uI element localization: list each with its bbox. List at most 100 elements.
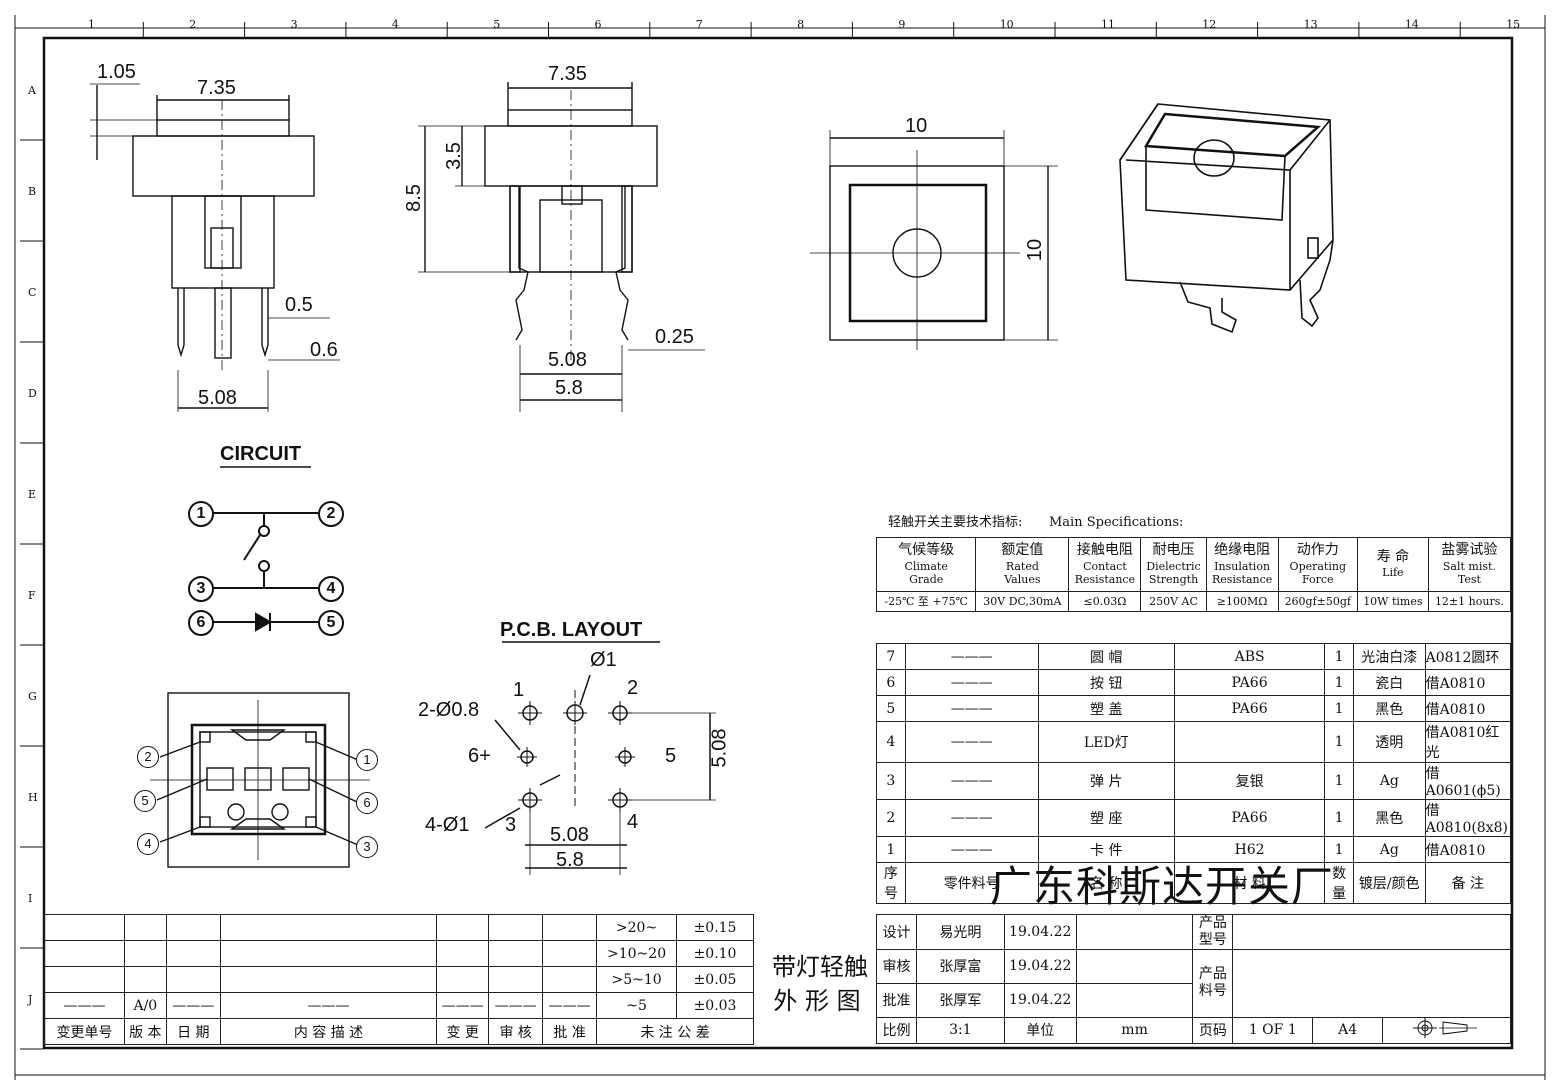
scale-value: 3:1: [915, 1016, 1005, 1044]
revision-row: ———A/0———————————————~5±0.03: [44, 992, 754, 1019]
revision-cell: ———: [436, 992, 490, 1019]
review-label: 审核: [876, 948, 917, 984]
page-value: 1 OF 1: [1232, 1016, 1314, 1044]
revision-cell: [165, 966, 221, 993]
circuit-title: CIRCUIT: [220, 443, 302, 465]
pcb-pin-2: 2: [627, 677, 639, 699]
row-tick: H: [28, 791, 38, 804]
bom-cell: 塑 盖: [1037, 695, 1175, 722]
revision-header-cell: 未 注 公 差: [596, 1018, 754, 1045]
spec-heading-cn: 轻触开关主要技术指标:: [888, 515, 1023, 530]
revision-header-cell: 版 本: [123, 1018, 167, 1045]
column-tick: 5: [493, 18, 501, 31]
bom-cell: 黑色: [1352, 799, 1426, 837]
bottom-pin-1: 1: [356, 749, 378, 771]
bom-cell: 2: [876, 799, 906, 837]
top-view: [810, 130, 1058, 350]
revision-cell: ———: [488, 992, 544, 1019]
pcb-hole-large: 4-Ø1: [425, 814, 470, 836]
revision-cell: ———: [542, 992, 598, 1019]
bom-cell: ———: [904, 721, 1039, 763]
dim-top-width: 10: [905, 115, 928, 137]
bom-cell: 借A0810: [1424, 695, 1512, 722]
spec-value-cell: 12±1 hours.: [1427, 591, 1512, 612]
revision-header-cell: 内 容 描 述: [219, 1018, 438, 1045]
circuit-pin-3: 3: [188, 576, 214, 602]
revision-cell: [123, 966, 167, 993]
bom-cell: 1: [1324, 643, 1354, 670]
revision-cell: [219, 940, 438, 967]
bom-cell: 圆 帽: [1037, 643, 1175, 670]
row-tick: D: [28, 387, 37, 400]
bom-cell: 按 钮: [1037, 669, 1175, 696]
bom-cell: Ag: [1352, 836, 1426, 863]
revision-cell: ———: [219, 992, 438, 1019]
page-label: 页码: [1192, 1016, 1234, 1044]
tolerance-value: ±0.15: [676, 914, 754, 941]
design-date: 19.04.22: [1003, 914, 1077, 950]
revision-header-cell: 日 期: [165, 1018, 221, 1045]
bom-cell: 1: [1324, 695, 1354, 722]
projection-icon: [1412, 1018, 1477, 1039]
revision-header-cell: 批 准: [542, 1018, 598, 1045]
bom-header-cell: 镀层/颜色: [1352, 862, 1426, 904]
bom-cell: ———: [904, 799, 1039, 837]
row-tick: I: [28, 892, 33, 905]
bom-cell: A0812圆环: [1424, 643, 1512, 670]
pcb-hole-center: Ø1: [590, 649, 617, 671]
row-tick: E: [28, 488, 37, 501]
bom-cell: 1: [1324, 669, 1354, 696]
spec-value-cell: 10W times: [1356, 591, 1429, 612]
revision-cell: [542, 914, 598, 941]
design-label: 设计: [876, 914, 917, 950]
bom-cell: PA66: [1173, 669, 1326, 696]
revision-row: >10~20±0.10: [44, 940, 754, 967]
revision-header-cell: 变更单号: [44, 1018, 125, 1045]
approve-label: 批准: [876, 982, 917, 1018]
bom-cell: 塑 座: [1037, 799, 1175, 837]
column-tick: 14: [1404, 18, 1419, 31]
bom-cell: ———: [904, 695, 1039, 722]
revision-cell: ———: [44, 992, 125, 1019]
revision-cell: [436, 914, 490, 941]
product-model-label: 产品 型号: [1192, 914, 1234, 950]
bom-cell: 7: [876, 643, 906, 670]
sheet-size: A4: [1312, 1016, 1384, 1044]
dim-pin-pitch: 5.08: [198, 387, 237, 409]
column-tick: 1: [88, 18, 95, 31]
revision-cell: [123, 940, 167, 967]
bom-cell: 1: [1324, 799, 1354, 837]
column-tick: 7: [695, 18, 703, 31]
bom-cell: 借A0810: [1424, 836, 1512, 863]
drawing-title: 带灯轻触 外 形 图: [772, 953, 868, 1015]
column-tick: 3: [290, 18, 298, 31]
bom-cell: 黑色: [1352, 695, 1426, 722]
bom-cell: 5: [876, 695, 906, 722]
bottom-view: [150, 692, 370, 868]
column-tick: 6: [594, 18, 602, 31]
revision-cell: [436, 940, 490, 967]
revision-header-cell: 变 更: [436, 1018, 490, 1045]
bom-cell: 借A0601(ϕ5): [1424, 762, 1512, 800]
bom-cell: 弹 片: [1037, 762, 1175, 800]
pcb-pitch-vertical: 5.08: [708, 728, 731, 768]
spec-value-cell: 250V AC: [1140, 591, 1207, 612]
bom-cell: ABS: [1173, 643, 1326, 670]
pcb-pin-5: 5: [665, 745, 677, 767]
dim-front-cap-height: 3.5: [442, 142, 465, 170]
unit-label: 单位: [1003, 1016, 1077, 1044]
bom-cell: 光油白漆: [1352, 643, 1426, 670]
bottom-pin-3: 3: [356, 836, 378, 858]
pcb-pin-1: 1: [513, 679, 525, 701]
bom-cell: 借A0810(8x8): [1424, 799, 1512, 837]
bottom-pin-2: 2: [137, 746, 159, 768]
dim-pin-b: 0.6: [310, 339, 338, 361]
approver-name: 张厚军: [915, 982, 1005, 1018]
revision-cell: [542, 966, 598, 993]
